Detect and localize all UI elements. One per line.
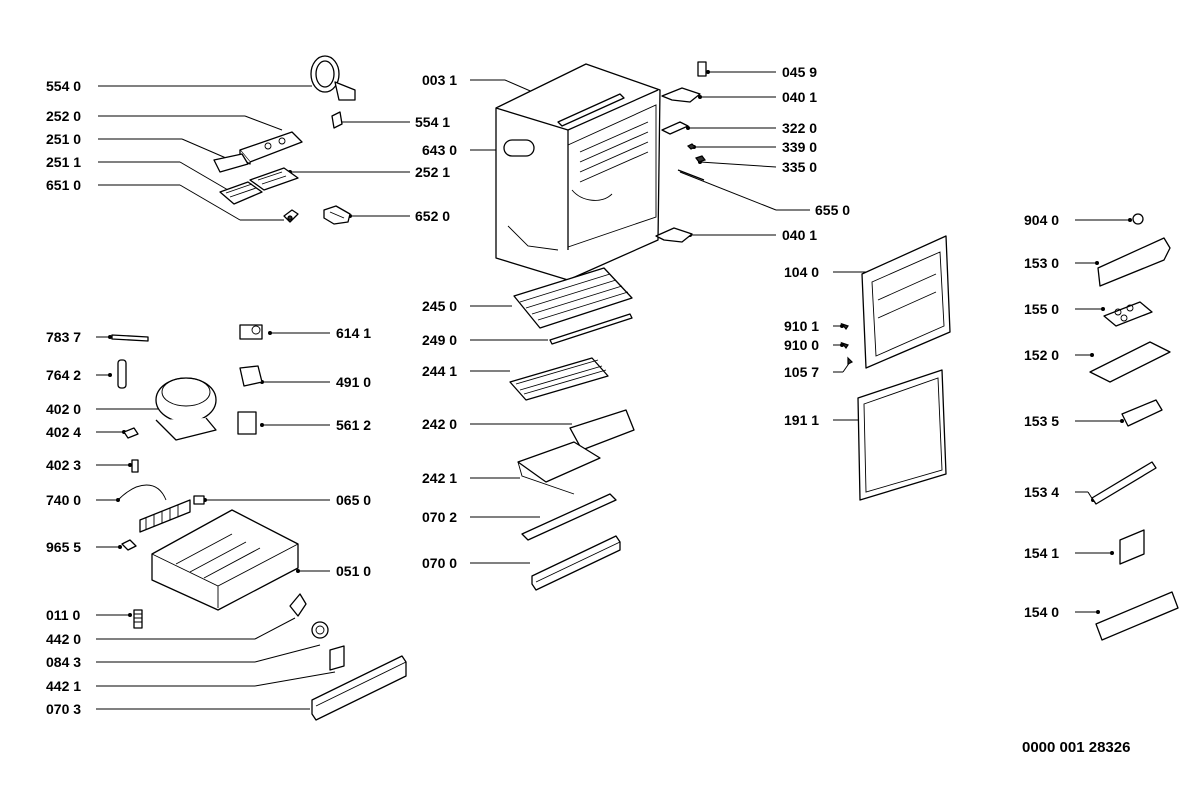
part-2510-drawing — [213, 153, 249, 173]
label-4024: 402 4 — [46, 424, 81, 440]
label-1550: 155 0 — [1024, 301, 1059, 317]
label-3390: 339 0 — [782, 139, 817, 155]
label-0110: 011 0 — [46, 607, 80, 623]
label-2441: 244 1 — [422, 363, 457, 379]
label-1530: 153 0 — [1024, 255, 1059, 271]
hinge-parts-drawing — [655, 61, 707, 243]
part-2521-drawing — [249, 167, 299, 191]
part-5541-drawing — [331, 111, 343, 129]
label-0459: 045 9 — [782, 64, 817, 80]
label-9655: 965 5 — [46, 539, 81, 555]
cabinet-drawing — [495, 63, 661, 281]
label-4023: 402 3 — [46, 457, 81, 473]
accessories-drawing — [1089, 213, 1179, 641]
label-5541: 554 1 — [415, 114, 450, 130]
label-0702: 070 2 — [422, 509, 457, 525]
part-5540-drawing — [310, 55, 356, 101]
label-6550: 655 0 — [815, 202, 850, 218]
label-1911: 191 1 — [784, 412, 819, 428]
label-2511: 251 1 — [46, 154, 81, 170]
document-reference-number: 0000 001 28326 — [1022, 739, 1130, 756]
part-2520-drawing — [239, 131, 303, 165]
label-0401b: 040 1 — [782, 227, 817, 243]
base-tray-drawing — [133, 509, 407, 721]
label-1057: 105 7 — [784, 364, 819, 380]
part-6510-drawing — [283, 209, 299, 223]
label-0510: 051 0 — [336, 563, 371, 579]
part-6520-drawing — [323, 205, 351, 225]
label-6520: 652 0 — [415, 208, 450, 224]
part-labels: 554 0 252 0 251 0 251 1 651 0 554 1 252 … — [46, 64, 1059, 717]
label-9040: 904 0 — [1024, 212, 1059, 228]
label-0031: 003 1 — [422, 72, 457, 88]
label-6141: 614 1 — [336, 325, 371, 341]
label-2521: 252 1 — [415, 164, 450, 180]
label-4020: 402 0 — [46, 401, 81, 417]
label-2490: 249 0 — [422, 332, 457, 348]
label-5612: 561 2 — [336, 417, 371, 433]
label-2520: 252 0 — [46, 108, 81, 124]
label-4421: 442 1 — [46, 678, 81, 694]
label-9100: 910 0 — [784, 337, 819, 353]
label-6510: 651 0 — [46, 177, 81, 193]
label-2421: 242 1 — [422, 470, 457, 486]
label-1534: 153 4 — [1024, 484, 1059, 500]
label-2510: 251 0 — [46, 131, 81, 147]
label-4420: 442 0 — [46, 631, 81, 647]
label-9101: 910 1 — [784, 318, 819, 334]
label-0703: 070 3 — [46, 701, 81, 717]
label-7400: 740 0 — [46, 492, 81, 508]
label-0401a: 040 1 — [782, 89, 817, 105]
shelves-drawing — [509, 267, 635, 591]
label-0650: 065 0 — [336, 492, 371, 508]
label-5540: 554 0 — [46, 78, 81, 94]
label-1535: 153 5 — [1024, 413, 1059, 429]
label-0700: 070 0 — [422, 555, 457, 571]
label-1540: 154 0 — [1024, 604, 1059, 620]
label-0843: 084 3 — [46, 654, 81, 670]
compressor-drawing — [111, 324, 263, 551]
part-2511-drawing — [219, 181, 263, 205]
label-3220: 322 0 — [782, 120, 817, 136]
label-1520: 152 0 — [1024, 347, 1059, 363]
label-7642: 764 2 — [46, 367, 81, 383]
label-6430: 643 0 — [422, 142, 457, 158]
leader-lines — [96, 70, 1132, 710]
label-1541: 154 1 — [1024, 545, 1059, 561]
label-4910: 491 0 — [336, 374, 371, 390]
label-3350: 335 0 — [782, 159, 817, 175]
door-drawing — [840, 235, 951, 501]
label-2450: 245 0 — [422, 298, 457, 314]
label-7837: 783 7 — [46, 329, 81, 345]
label-2420: 242 0 — [422, 416, 457, 432]
label-1040: 104 0 — [784, 264, 819, 280]
